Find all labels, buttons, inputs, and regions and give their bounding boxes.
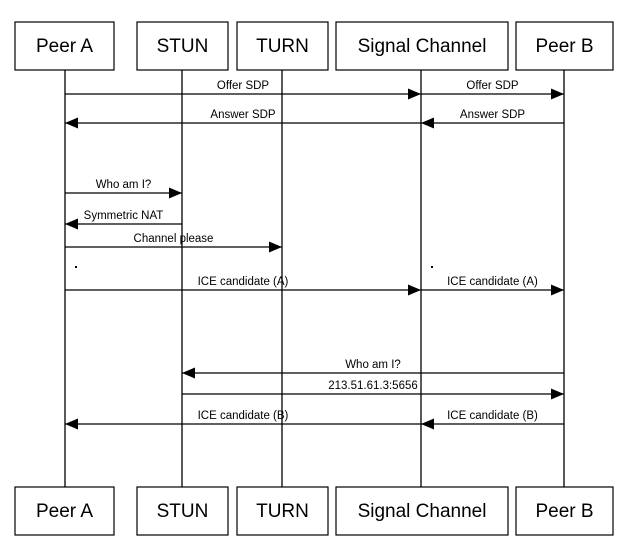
message-label-m9: ICE candidate (A) [447,276,538,288]
header-participant-boxes: Peer A STUN TURN Signal Channel Peer B [14,21,614,71]
message-arrowhead-m5 [169,187,182,199]
header-participant-box-signal-channel[interactable] [335,21,509,71]
footer-participant-box-peer-a[interactable] [14,486,115,536]
message-m6[interactable]: Symmetric NAT [65,210,182,230]
header-participant-label-signal-channel: Signal Channel [358,36,487,57]
header-participant-turn[interactable]: TURN [236,21,329,71]
message-label-m8: ICE candidate (A) [198,276,289,288]
message-label-m10: Who am I? [345,359,401,371]
message-arrowhead-m2 [551,88,564,100]
footer-participant-label-signal-channel: Signal Channel [358,501,487,522]
footer-participant-boxes: Peer A STUN TURN Signal Channel Peer B [14,486,614,536]
message-m5[interactable]: Who am I? [65,179,182,199]
message-arrowhead-m9 [551,284,564,296]
footer-participant-box-signal-channel[interactable] [335,486,509,536]
message-m10[interactable]: Who am I? [182,359,564,379]
header-participant-box-peer-a[interactable] [14,21,115,71]
message-m9[interactable]: ICE candidate (A) [421,276,564,296]
message-m3[interactable]: Answer SDP [65,109,421,129]
footer-participant-label-turn: TURN [256,501,309,522]
message-label-m3: Answer SDP [210,109,276,121]
message-m2[interactable]: Offer SDP [421,80,564,100]
header-participant-label-peer-b: Peer B [535,36,593,57]
message-m11[interactable]: 213.51.61.3:5656 [182,380,564,400]
footer-participant-signal-channel[interactable]: Signal Channel [335,486,509,536]
message-m7[interactable]: Channel please [65,233,282,253]
footer-participant-box-turn[interactable] [236,486,329,536]
footer-participant-peer-a[interactable]: Peer A [14,486,115,536]
footer-participant-peer-b[interactable]: Peer B [515,486,614,536]
footer-participant-turn[interactable]: TURN [236,486,329,536]
message-arrowhead-m13 [421,418,434,430]
message-m4[interactable]: Answer SDP [421,109,564,129]
message-label-m12: ICE candidate (B) [198,410,289,422]
message-label-m2: Offer SDP [466,80,519,92]
message-label-m5: Who am I? [96,179,152,191]
message-m8[interactable]: ICE candidate (A) [65,276,421,296]
message-m13[interactable]: ICE candidate (B) [421,410,564,430]
header-participant-box-peer-b[interactable] [515,21,614,71]
footer-participant-label-stun: STUN [157,501,209,522]
artifacts-layer [75,266,433,268]
message-label-m4: Answer SDP [460,109,526,121]
render-artifact-dot-2 [431,266,433,268]
message-arrowhead-m12 [65,418,78,430]
header-participant-box-stun[interactable] [136,21,229,71]
message-arrowhead-m1 [408,88,421,100]
header-participant-label-stun: STUN [157,36,209,57]
message-arrowhead-m10 [182,367,195,379]
header-participant-peer-a[interactable]: Peer A [14,21,115,71]
header-participant-signal-channel[interactable]: Signal Channel [335,21,509,71]
footer-participant-box-peer-b[interactable] [515,486,614,536]
message-arrowhead-m6 [65,218,78,230]
header-participant-peer-b[interactable]: Peer B [515,21,614,71]
message-m12[interactable]: ICE candidate (B) [65,410,421,430]
message-arrowhead-m4 [421,117,434,129]
message-arrowhead-m11 [551,388,564,400]
message-label-m13: ICE candidate (B) [447,410,538,422]
message-arrowhead-m3 [65,117,78,129]
header-participant-label-turn: TURN [256,36,309,57]
messages-layer: Offer SDP Offer SDP Answer SDP Answer SDP Wh… [65,80,564,430]
message-arrowhead-m8 [408,284,421,296]
lifelines-layer [64,70,565,487]
message-label-m11: 213.51.61.3:5656 [328,380,418,392]
footer-participant-box-stun[interactable] [136,486,229,536]
render-artifact-dot-1 [75,266,77,268]
footer-participant-label-peer-a: Peer A [36,501,93,522]
message-m1[interactable]: Offer SDP [65,80,421,100]
message-arrowhead-m7 [269,241,282,253]
footer-participant-stun[interactable]: STUN [136,486,229,536]
message-label-m1: Offer SDP [217,80,270,92]
message-label-m7: Channel please [134,233,214,245]
header-participant-box-turn[interactable] [236,21,329,71]
footer-participant-label-peer-b: Peer B [535,501,593,522]
header-participant-stun[interactable]: STUN [136,21,229,71]
message-label-m6: Symmetric NAT [84,210,164,222]
header-participant-label-peer-a: Peer A [36,36,93,57]
